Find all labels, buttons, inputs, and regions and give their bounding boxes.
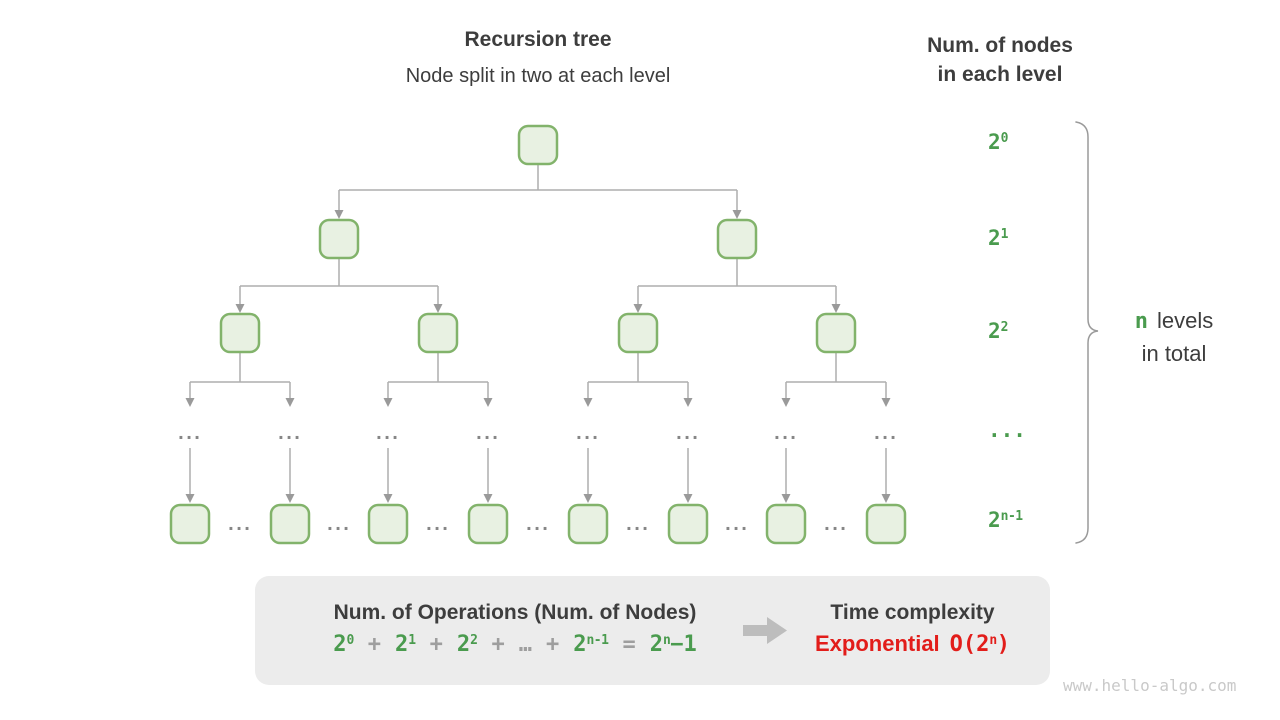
- tree-node: [367, 503, 409, 545]
- right-arrow-shape: [743, 617, 787, 644]
- ellipsis-text: ...: [327, 515, 351, 534]
- ellipsis-text: ...: [178, 424, 202, 443]
- tree-node: [269, 503, 311, 545]
- arrowhead-icon: [781, 494, 791, 503]
- summary-box-left: Num. of Operations (Num. of Nodes) 20 +21…: [255, 576, 775, 657]
- tree-node: [169, 503, 211, 545]
- ellipsis-text: ...: [526, 515, 550, 534]
- arrowhead-icon: [383, 398, 393, 407]
- arrowhead-icon: [881, 494, 891, 503]
- arrowhead-icon: [483, 494, 493, 503]
- formula-token: 2n-1: [573, 632, 609, 657]
- arrowhead-icon: [732, 210, 742, 219]
- arrowhead-icon: [185, 398, 195, 407]
- operations-title: Num. of Operations (Num. of Nodes): [333, 601, 697, 624]
- arrowhead-icon: [881, 398, 891, 407]
- tree-node: [617, 312, 659, 354]
- arrowhead-icon: [285, 398, 295, 407]
- right-arrow-icon: [743, 617, 787, 644]
- arrowhead-icon: [185, 494, 195, 503]
- ellipsis-text: ...: [774, 424, 798, 443]
- tree-node: [567, 503, 609, 545]
- tree-node: [865, 503, 907, 545]
- n-variable: n: [1134, 309, 1148, 334]
- summary-box-right: Time complexity Exponential O(2n): [775, 576, 1050, 657]
- arrowhead-icon: [583, 494, 593, 503]
- ellipsis-text: ...: [874, 424, 898, 443]
- operations-formula: 20 +21 +22 + … +2n-1 = 2n−1: [255, 632, 775, 657]
- formula-token: …: [518, 632, 532, 657]
- ellipsis-text: ...: [376, 424, 400, 443]
- arrowhead-icon: [433, 304, 443, 313]
- formula-token: 21: [395, 632, 416, 657]
- figure-title: Recursion tree: [464, 28, 612, 51]
- formula-token: +: [491, 632, 505, 657]
- arrowhead-icon: [285, 494, 295, 503]
- complexity-word: Exponential: [814, 631, 940, 656]
- ellipsis-text: ...: [725, 515, 749, 534]
- arrowhead-icon: [383, 494, 393, 503]
- summary-box: Num. of Operations (Num. of Nodes) 20 +21…: [255, 576, 1050, 685]
- level-count-label-0: 20: [988, 130, 1009, 154]
- ellipsis-text: ...: [228, 515, 252, 534]
- formula-token: =: [622, 632, 636, 657]
- brace: [1075, 121, 1099, 544]
- ellipsis-text: ...: [576, 424, 600, 443]
- time-complexity-title: Time complexity: [830, 601, 995, 624]
- right-column-title-line2: in each level: [937, 63, 1063, 86]
- formula-token: 2n−1: [649, 632, 697, 657]
- formula-token: 22: [456, 632, 478, 657]
- tree-node: [517, 124, 559, 166]
- ellipsis-text: ...: [278, 424, 302, 443]
- level-count-label-last: 2n-1: [988, 508, 1023, 532]
- tree-node: [667, 503, 709, 545]
- arrowhead-icon: [683, 398, 693, 407]
- arrowhead-icon: [235, 304, 245, 313]
- complexity-big-o: O(2n): [949, 632, 1010, 657]
- tree-node: [318, 218, 360, 260]
- ellipsis-text: ...: [626, 515, 650, 534]
- ellipsis-text: ...: [426, 515, 450, 534]
- arrowhead-icon: [483, 398, 493, 407]
- tree-node: [716, 218, 758, 260]
- brace-path: [1075, 121, 1099, 544]
- arrowhead-icon: [583, 398, 593, 407]
- tree-node: [417, 312, 459, 354]
- ellipsis-text: ...: [476, 424, 500, 443]
- complexity-value: Exponential O(2n): [775, 631, 1050, 657]
- ellipsis-text: ...: [676, 424, 700, 443]
- right-column-title: Num. of nodes in each level: [890, 31, 1110, 89]
- tree-node: [467, 503, 509, 545]
- figure-subtitle: Node split in two at each level: [405, 65, 671, 87]
- watermark: www.hello-algo.com: [1063, 676, 1237, 695]
- levels-total-line2: in total: [1141, 341, 1207, 366]
- formula-token: 20: [333, 632, 354, 657]
- tree-node: [219, 312, 261, 354]
- level-count-label-2: 22: [988, 319, 1009, 343]
- tree-node: [765, 503, 807, 545]
- arrowhead-icon: [633, 304, 643, 313]
- tree-node: [815, 312, 857, 354]
- ellipsis-text: ...: [824, 515, 848, 534]
- arrowhead-icon: [683, 494, 693, 503]
- formula-token: +: [545, 632, 560, 657]
- formula-token: +: [429, 632, 443, 657]
- arrowhead-icon: [334, 210, 344, 219]
- right-column-title-line1: Num. of nodes: [927, 34, 1073, 57]
- formula-token: +: [367, 632, 382, 657]
- arrowhead-icon: [781, 398, 791, 407]
- arrowhead-icon: [831, 304, 841, 313]
- level-count-label-ellipsis: ...: [988, 418, 1026, 442]
- level-count-label-1: 21: [988, 226, 1009, 250]
